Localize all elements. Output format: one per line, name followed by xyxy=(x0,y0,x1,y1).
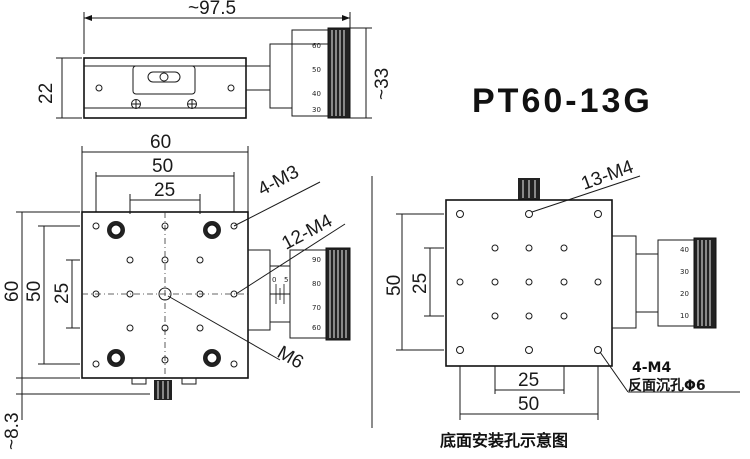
bottom-dial-mark: 20 xyxy=(680,290,689,298)
vernier-mark: 5 xyxy=(284,276,288,284)
screw-icon xyxy=(187,99,197,109)
counterbore-hole-icon xyxy=(107,221,125,239)
callout-4m4: 4-M4 xyxy=(632,360,671,376)
top-height-dim: 22 xyxy=(36,83,57,104)
front-height-dim: 60 xyxy=(2,281,23,302)
front-hole-spacing-v-dim: 25 xyxy=(52,283,73,304)
front-inner-width-dim: 50 xyxy=(152,156,173,177)
top-dial-mark: 60 xyxy=(312,42,321,50)
screw-icon xyxy=(131,99,141,109)
callout-m6: M6 xyxy=(274,342,307,373)
bottom-dim: 50 xyxy=(518,394,539,415)
vernier-mark: 0 xyxy=(272,276,276,284)
counterbore-hole-icon xyxy=(203,221,221,239)
top-dial-mark: 40 xyxy=(312,90,321,98)
bottom-side-inner-dim: 25 xyxy=(410,273,431,294)
front-hole-spacing-dim: 25 xyxy=(154,180,175,201)
front-dial-mark: 80 xyxy=(312,280,321,288)
front-width-dim: 60 xyxy=(150,132,171,153)
top-dial-mark: 50 xyxy=(312,66,321,74)
bottom-view: 40 30 20 10 13-M4 50 25 25 50 4-M4 xyxy=(384,156,740,450)
bottom-dial-mark: 40 xyxy=(680,246,689,254)
front-dial-mark: 90 xyxy=(312,256,321,264)
top-width-dim: ~97.5 xyxy=(188,0,236,19)
bottom-dial-mark: 10 xyxy=(680,312,689,320)
top-micrometer-dim: ~33 xyxy=(372,68,393,100)
bottom-inner-dim: 25 xyxy=(518,370,539,391)
front-dial-mark: 60 xyxy=(312,324,321,332)
front-view: 60 50 25 xyxy=(2,132,351,450)
model-title: PT60-13G xyxy=(472,82,653,120)
counterbore-hole-icon xyxy=(203,349,221,367)
callout-13m4: 13-M4 xyxy=(579,156,637,194)
bottom-dial-mark: 30 xyxy=(680,268,689,276)
top-view: ~97.5 22 xyxy=(36,0,393,119)
callout-counterbore: 反面沉孔Φ6 xyxy=(628,377,706,394)
counterbore-hole-icon xyxy=(107,349,125,367)
front-bottom-dim: ~8.3 xyxy=(2,412,23,450)
front-inner-height-dim: 50 xyxy=(24,281,45,302)
front-dial-mark: 70 xyxy=(312,304,321,312)
bottom-side-dim: 50 xyxy=(384,275,405,296)
top-dial-mark: 30 xyxy=(312,106,321,114)
bottom-view-caption: 底面安装孔示意图 xyxy=(440,431,568,450)
